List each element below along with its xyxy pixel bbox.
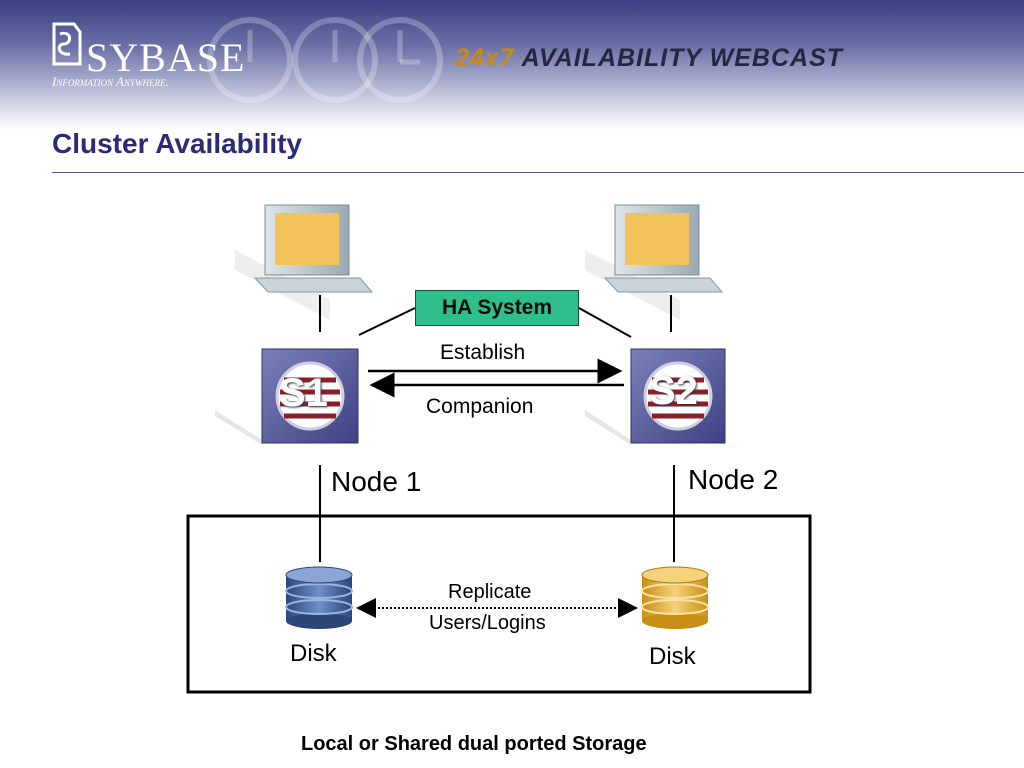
disk-icon xyxy=(285,566,353,629)
node1-label: Node 1 xyxy=(331,466,422,497)
title-divider xyxy=(52,172,1024,173)
computer-icon xyxy=(235,204,374,320)
server1-tag: S1 xyxy=(279,371,328,415)
disk2-label: Disk xyxy=(649,643,696,670)
header-banner: SYBASE Information Anywhere. 24x7 AVAILA… xyxy=(0,0,1024,130)
logo-text: SYBASE xyxy=(86,35,246,80)
companion-label: Companion xyxy=(426,395,534,418)
replicate-label: Replicate xyxy=(448,581,532,603)
storage-caption: Local or Shared dual ported Storage xyxy=(301,733,647,755)
server-icon xyxy=(585,348,726,445)
users-logins-label: Users/Logins xyxy=(429,612,546,634)
disk1-label: Disk xyxy=(290,640,337,667)
page-title: Cluster Availability xyxy=(52,128,303,159)
logo-tagline: Information Anywhere. xyxy=(52,74,169,89)
disk-icon xyxy=(641,566,709,629)
server-icon xyxy=(215,348,359,445)
sybase-logo-icon xyxy=(52,22,82,66)
node2-label: Node 2 xyxy=(688,464,779,495)
webcast-number: 24x7 xyxy=(455,44,515,72)
establish-label: Establish xyxy=(440,341,526,364)
ha-system-box: HA System xyxy=(415,290,579,326)
webcast-title: AVAILABILITY WEBCAST xyxy=(521,44,844,72)
storage-box xyxy=(186,514,812,694)
webcast-banner: 24x7 AVAILABILITY WEBCAST xyxy=(455,44,843,73)
computer-icon xyxy=(585,204,724,320)
server2-tag: S2 xyxy=(649,369,698,413)
clock-decoration xyxy=(207,17,443,103)
